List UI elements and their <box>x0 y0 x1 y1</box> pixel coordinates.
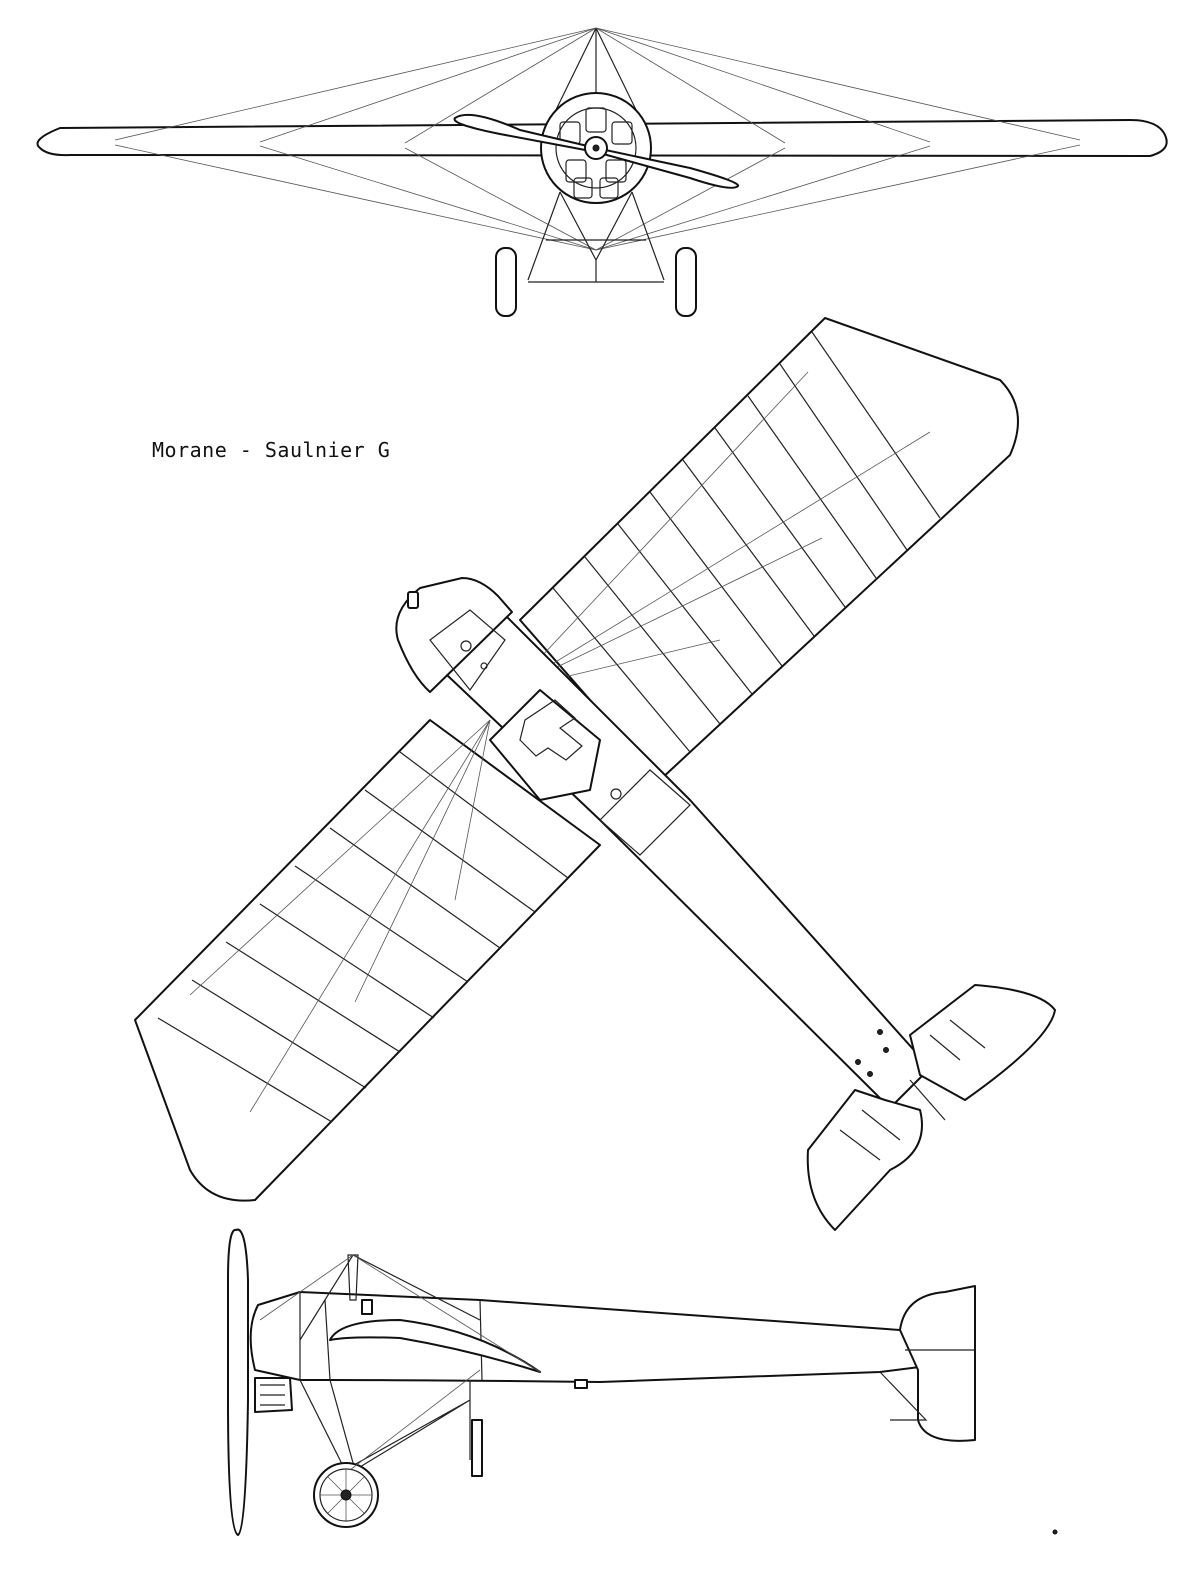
front-wheels <box>495 247 697 317</box>
front-undercarriage <box>527 191 665 283</box>
side-undercarriage <box>299 1379 471 1471</box>
aircraft-title: Morane - Saulnier G <box>152 438 391 462</box>
top-cockpit <box>489 689 601 801</box>
top-view <box>134 317 1056 1231</box>
top-cowling <box>395 577 513 693</box>
side-propeller <box>227 1228 249 1536</box>
top-wing-left <box>134 719 601 1202</box>
front-bracing-wires <box>114 27 1081 251</box>
top-wing-left-ribs <box>157 751 569 1123</box>
top-rudder <box>909 1079 946 1121</box>
front-view <box>36 27 1168 317</box>
top-tailplane-left <box>806 1089 923 1231</box>
side-view <box>227 1228 976 1536</box>
front-pylon <box>551 27 641 119</box>
side-bracing-wires <box>259 1254 541 1471</box>
stray-dot <box>1052 1529 1058 1535</box>
side-tailskid <box>879 1371 928 1421</box>
top-bracing-wires <box>189 371 931 1113</box>
top-wing-right-ribs <box>552 331 941 753</box>
top-seat <box>519 699 583 761</box>
side-pylon <box>299 1254 481 1341</box>
rotary-engine <box>559 107 633 199</box>
top-tailplane-right <box>909 984 1056 1101</box>
side-rudder <box>899 1285 976 1442</box>
top-wing-right <box>519 317 1019 781</box>
